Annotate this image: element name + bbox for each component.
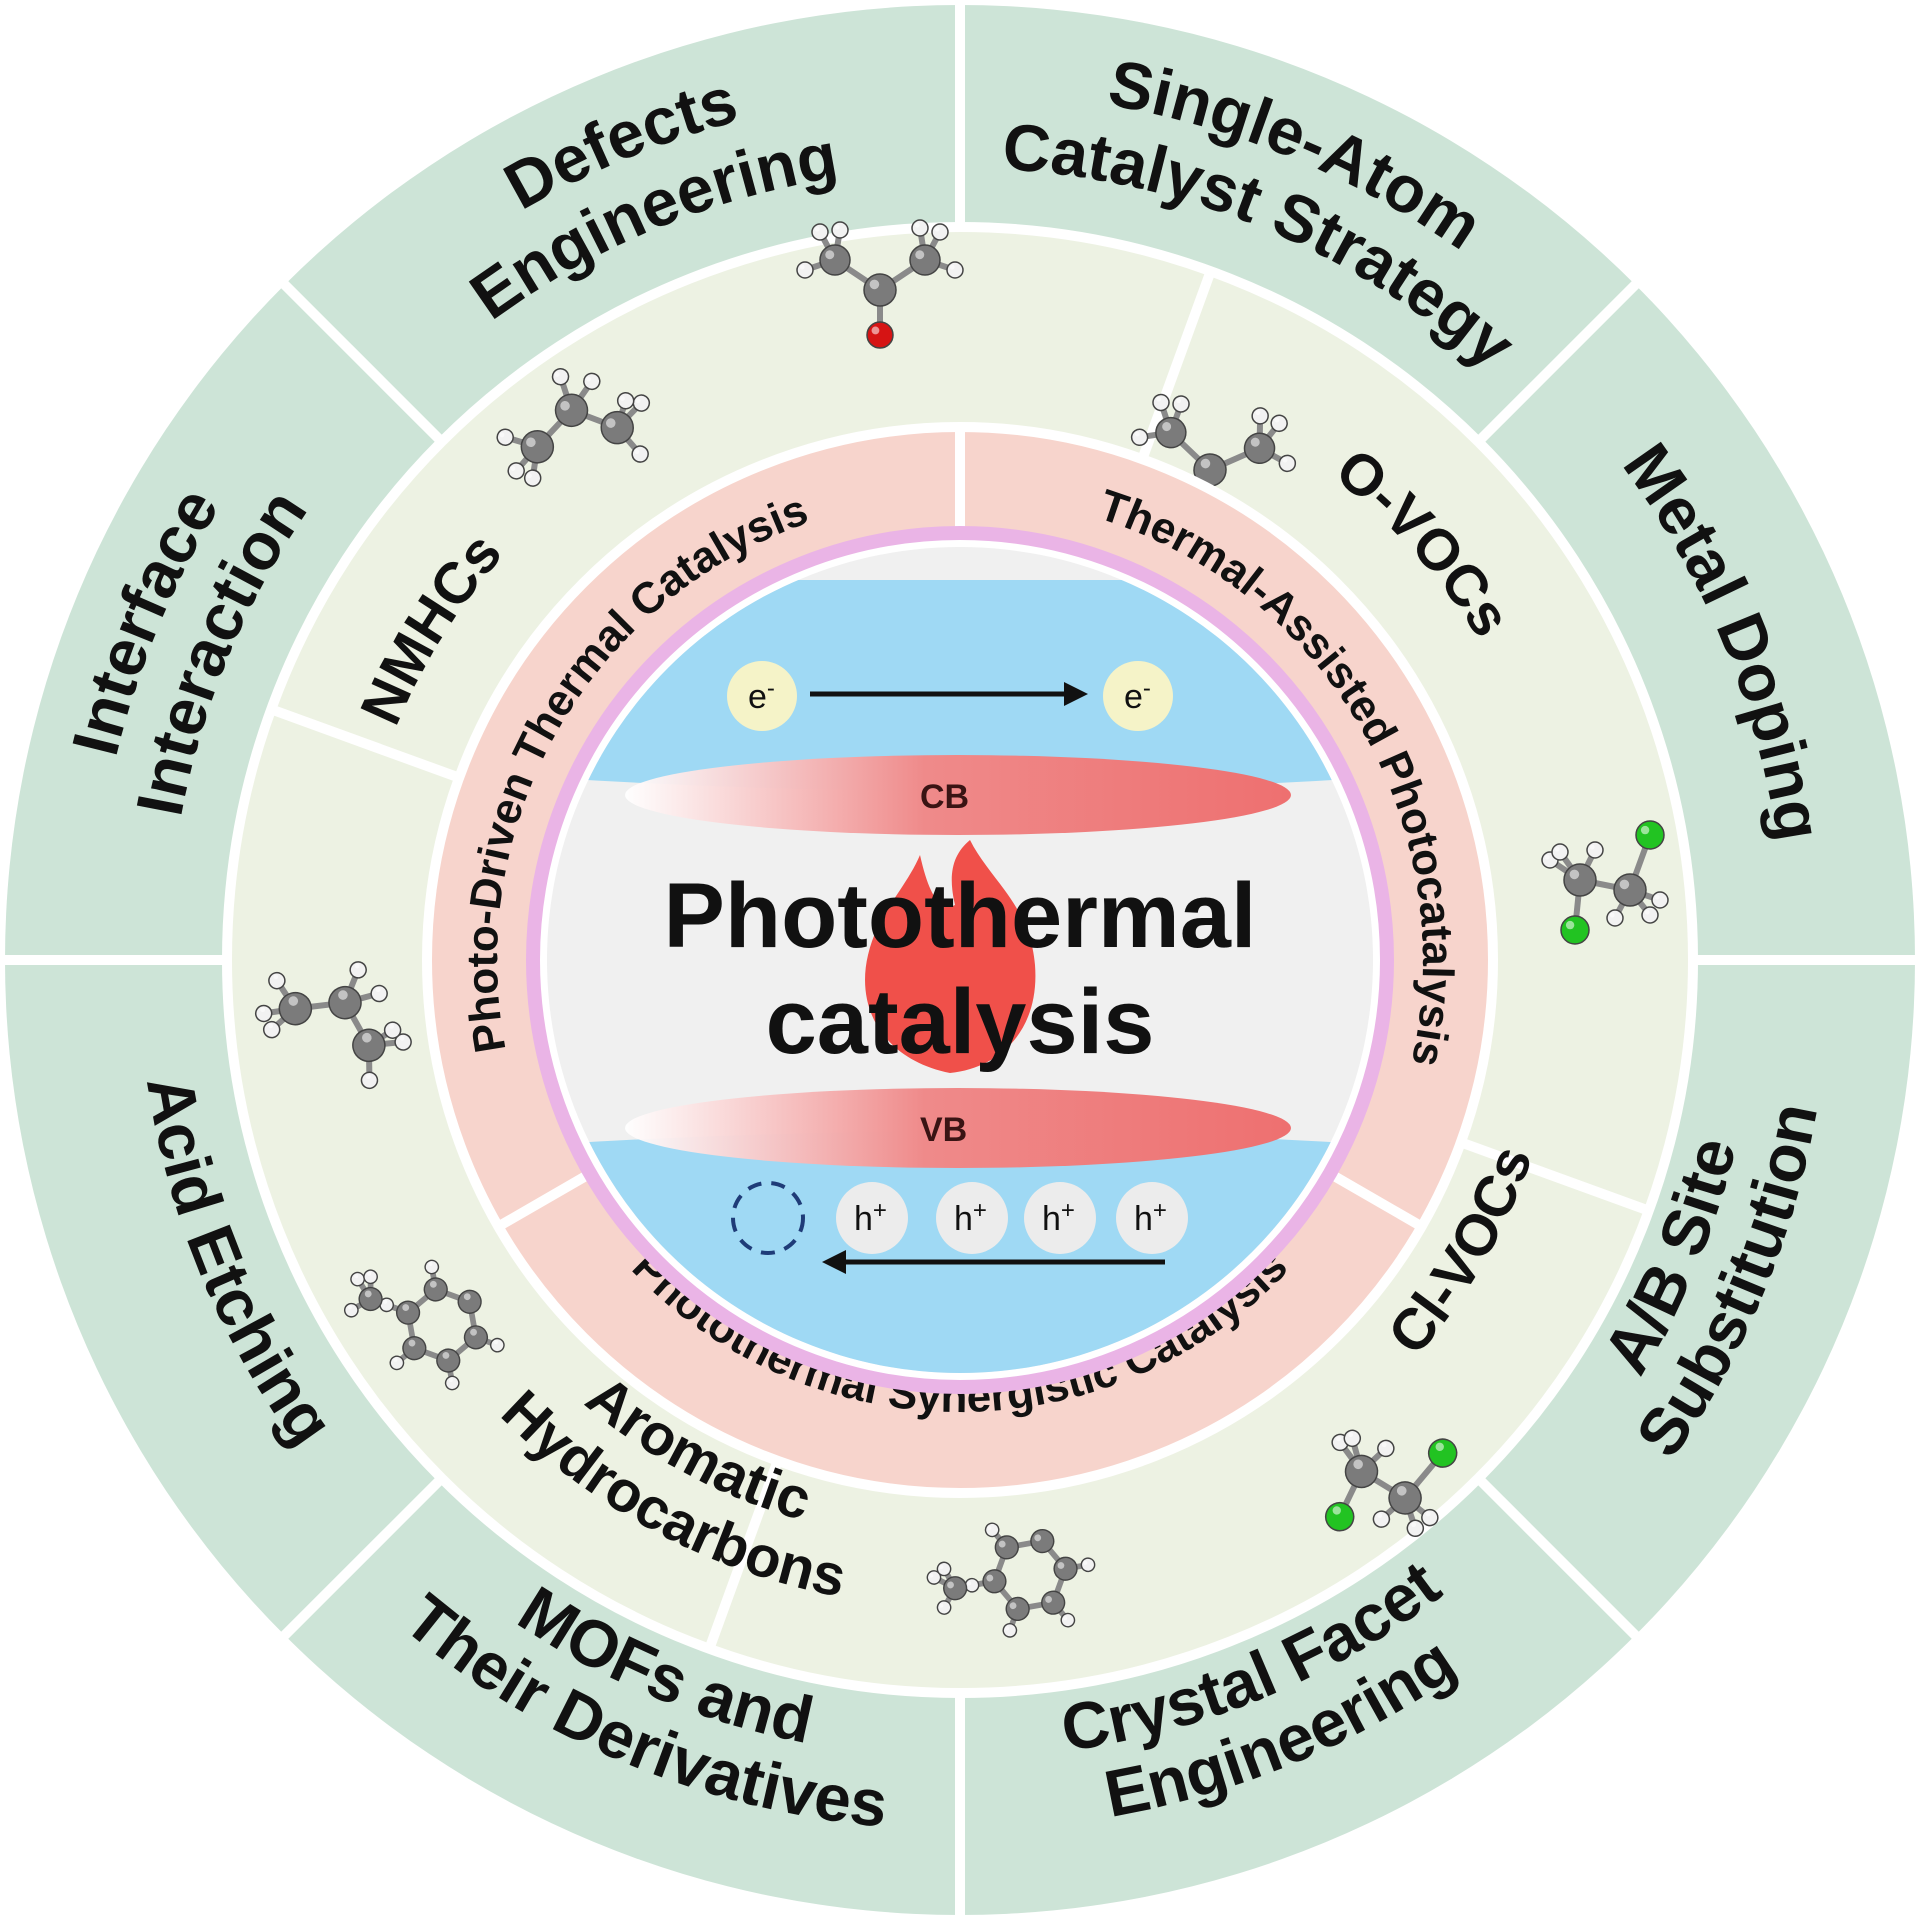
middle-divider-2 — [1459, 1137, 1651, 1216]
toluene-molecule-1 — [343, 1259, 505, 1391]
holes: h+ h+ h+ h+ — [836, 1182, 1188, 1254]
acetone-molecule-2 — [1130, 393, 1297, 529]
propane-molecule-2 — [254, 961, 412, 1090]
hole-2 — [936, 1182, 1008, 1254]
electron-left-label: e- — [748, 675, 775, 716]
outer-divider-4 — [1474, 1474, 1643, 1643]
empty-hole-site — [731, 1181, 805, 1255]
hole-1-label: h+ — [854, 1197, 887, 1238]
electron-arrow-head — [1064, 682, 1088, 706]
valence-band — [625, 1088, 1291, 1168]
conduction-band-label: CB — [920, 778, 969, 816]
hole-3 — [1024, 1182, 1096, 1254]
dichloroethane-molecule-2 — [1324, 1429, 1458, 1538]
middle-divider-1 — [1137, 269, 1216, 461]
valence-band-label: VB — [920, 1111, 967, 1149]
middle-divider-3 — [704, 1459, 783, 1651]
propane-molecule-1 — [496, 367, 651, 487]
middle-ring-dividers — [269, 269, 1651, 1651]
acetone-molecule-1 — [796, 219, 964, 349]
inner-divider-3 — [495, 1169, 593, 1231]
hole-2-label: h+ — [954, 1197, 987, 1238]
hole-arrow-head — [822, 1250, 846, 1274]
conduction-band — [625, 755, 1291, 835]
upper-blue-region — [547, 580, 1373, 791]
outer-divider-2 — [1474, 277, 1643, 446]
hole-4 — [1116, 1182, 1188, 1254]
hole-4-label: h+ — [1134, 1197, 1167, 1238]
hole-1 — [836, 1182, 908, 1254]
molecule-models — [254, 219, 1669, 1638]
flame-icon — [865, 840, 1036, 1073]
center-title-line-1: Photothermal — [664, 865, 1257, 967]
dichloroethane-molecule-1 — [1541, 820, 1669, 945]
outer-divider-8 — [277, 277, 446, 446]
outer-divider-6 — [277, 1474, 446, 1643]
electron-right — [1103, 661, 1173, 731]
inner-ring-dividers — [495, 427, 1425, 1231]
center-title-line-2: catalysis — [766, 971, 1155, 1073]
electron-left — [727, 661, 797, 731]
hole-3-label: h+ — [1042, 1197, 1075, 1238]
electron-right-label: e- — [1124, 675, 1151, 716]
middle-divider-4 — [269, 704, 461, 783]
inner-divider-2 — [1327, 1169, 1425, 1231]
core: CB VB e- e- h+ h+ h+ h+ Photothermal cataly… — [526, 526, 1394, 1394]
toluene-molecule-2 — [926, 1522, 1096, 1638]
